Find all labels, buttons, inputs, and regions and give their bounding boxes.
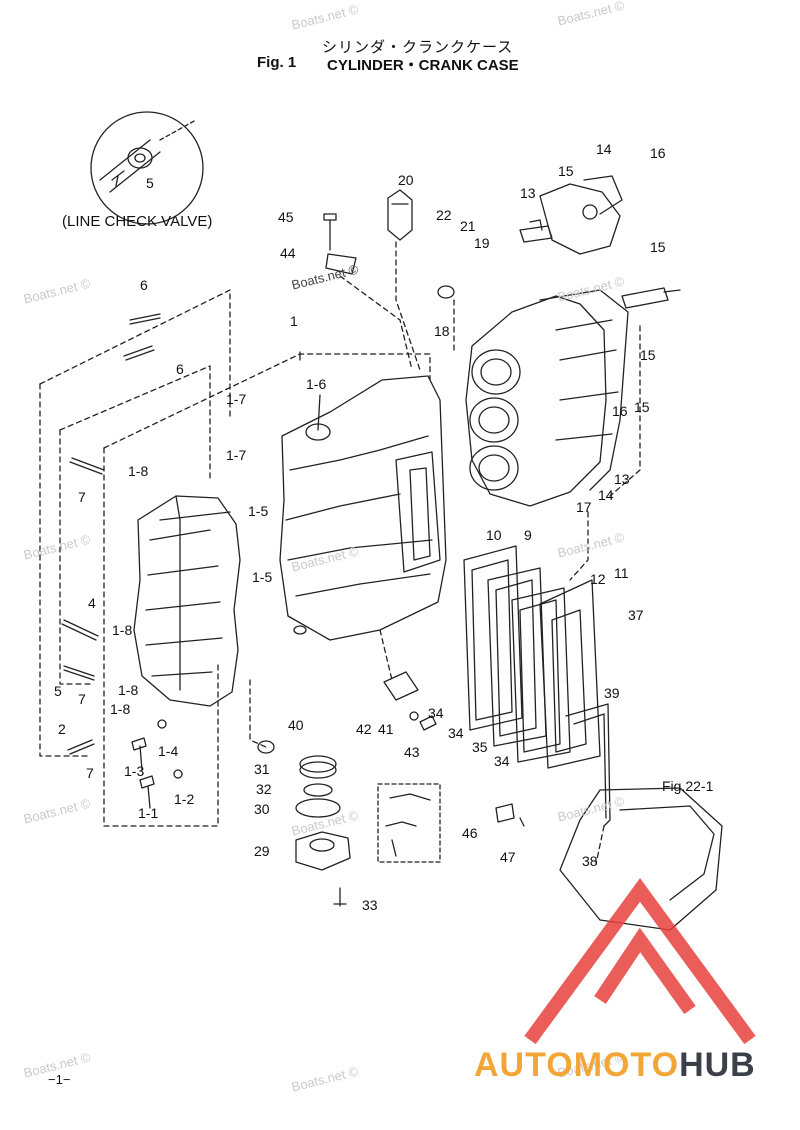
callout-28: 30 (254, 801, 270, 817)
callout-32: 34 (494, 753, 510, 769)
callout-34b: 35 (472, 739, 488, 755)
callout-1-7b: 1-7 (226, 447, 247, 463)
callout-13: 14 (598, 487, 614, 503)
callout-7c: 7 (86, 765, 94, 781)
callout-11: 12 (590, 571, 606, 587)
callout-43: 45 (278, 209, 294, 225)
brand-text-2: HUB (679, 1046, 756, 1084)
callout-45: 47 (500, 849, 516, 865)
callout-38: 40 (288, 717, 304, 733)
callout-19: 15 (650, 239, 666, 255)
callout-5: 5 (146, 175, 154, 191)
brand-triangle-logo (524, 878, 756, 1045)
callout-34a: 34 (428, 705, 444, 721)
callout-1-5a: 1-5 (248, 503, 269, 519)
callout-15b: 16 (612, 403, 628, 419)
callout-33: 34 (448, 725, 464, 741)
brand-logo: AUTOMOTOHUB (474, 1046, 756, 1085)
page-number: −1− (48, 1072, 71, 1087)
callout-1-8b: 1-8 (112, 622, 133, 638)
callout-1-2: 1-2 (174, 791, 195, 807)
callout-7a: 7 (78, 489, 86, 505)
callout-7b: 7 (78, 691, 86, 707)
callout-14: 15 (634, 399, 650, 415)
callout-30: 32 (256, 781, 272, 797)
callout-4: 5 (54, 683, 62, 699)
callout-9: 10 (486, 527, 502, 543)
callout-1-4: 1-4 (158, 743, 179, 759)
callout-26: 22 (436, 207, 452, 223)
callout-1-6: 1-6 (306, 376, 327, 392)
callout-42: 44 (280, 245, 296, 261)
callout-20: 16 (650, 145, 666, 161)
callout-17: 14 (596, 141, 612, 157)
callout-36: 38 (582, 853, 598, 869)
title-japanese: シリンダ・クランクケース (322, 39, 514, 56)
figure-label: Fig. 1 (257, 54, 297, 71)
callout-1-5b: 1-5 (252, 569, 273, 585)
callout-1-3: 1-3 (124, 763, 145, 779)
callout-1-8c: 1-8 (118, 682, 139, 698)
callout-41: 43 (404, 744, 420, 760)
callout-29: 31 (254, 761, 270, 777)
callout-24: 20 (398, 172, 414, 188)
inset-label: (LINE CHECK VALVE) (62, 213, 213, 230)
callout-31: 33 (362, 897, 378, 913)
callout-25: 21 (460, 218, 476, 234)
callout-2: 2 (58, 721, 66, 737)
callout-8: 9 (524, 527, 532, 543)
callout-16: 13 (520, 185, 536, 201)
callout-23: 19 (474, 235, 490, 251)
callout-1-8a: 1-8 (128, 463, 149, 479)
callout-6b: 6 (176, 361, 184, 377)
callout-40: 42 (356, 721, 372, 737)
cross-reference-label: Fig.22-1 (662, 778, 714, 794)
callout-18: 15 (558, 163, 574, 179)
callout-37: 39 (604, 685, 620, 701)
callout-44: 46 (462, 825, 478, 841)
callout-39: 41 (378, 721, 394, 737)
callout-6a: 6 (140, 277, 148, 293)
callout-1-8d: 1-8 (110, 701, 131, 717)
callout-1: 1 (290, 313, 298, 329)
callout-15a: 15 (640, 347, 656, 363)
callout-12: 13 (614, 471, 630, 487)
callout-1-1: 1-1 (138, 805, 159, 821)
brand-text-1: AUTOMOTO (474, 1046, 680, 1084)
callout-22: 18 (434, 323, 450, 339)
callout-1-7a: 1-7 (226, 391, 247, 407)
callout-10: 11 (614, 565, 629, 581)
inset-circle (90, 111, 204, 225)
callout-27: 29 (254, 843, 270, 859)
callout-21: 17 (576, 499, 592, 515)
figure-title: CYLINDER・CRANK CASE (327, 57, 519, 74)
callout-3: 4 (88, 595, 96, 611)
callout-35: 37 (628, 607, 644, 623)
